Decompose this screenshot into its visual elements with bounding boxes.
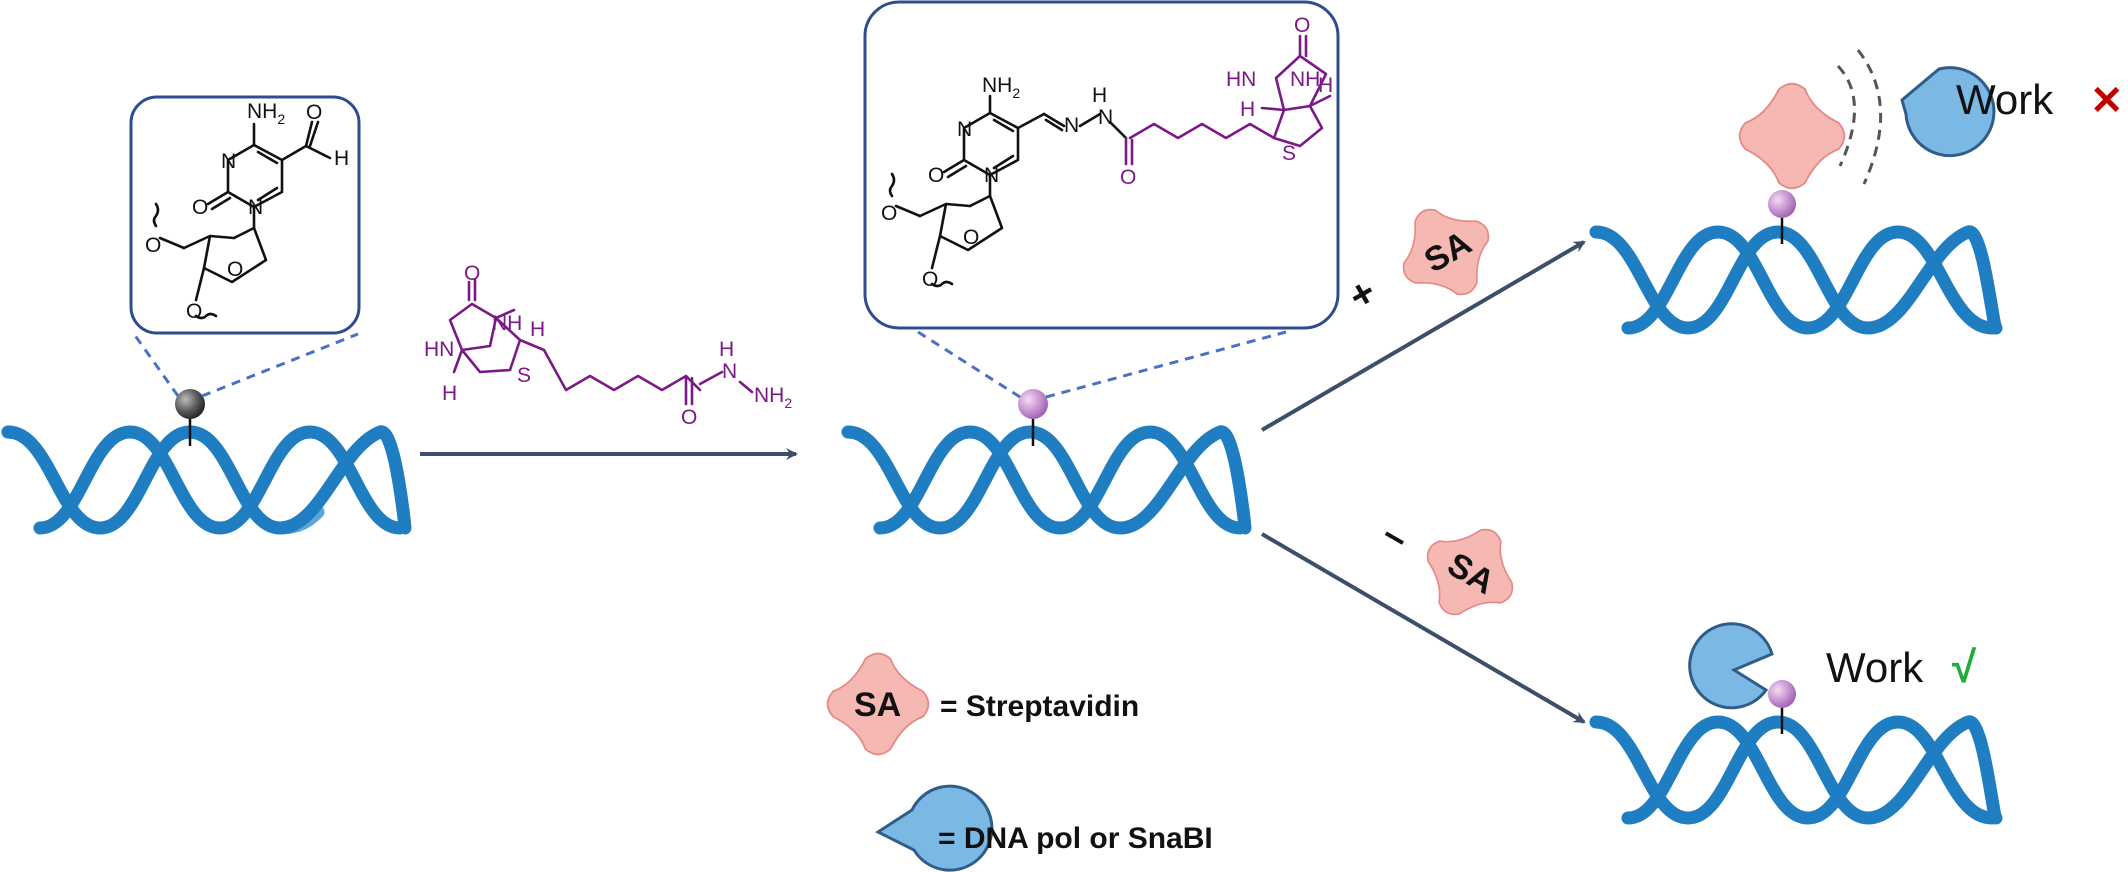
biotin-bead-top-right <box>1768 190 1796 218</box>
reagent-nh: NH <box>492 312 522 335</box>
clash-arc-1 <box>1836 64 1856 167</box>
box2-biotin-o: O <box>1294 14 1310 37</box>
box2-n-imine: N <box>1064 114 1079 137</box>
sa-minus: SA <box>1405 507 1535 637</box>
box2-o-ring: O <box>963 226 979 249</box>
reagent-n-hydrazide: N <box>722 360 737 383</box>
biotin-hydrazide-reagent: O NH HN H H S O H N NH2 <box>424 262 792 429</box>
label-o5: O <box>145 234 161 257</box>
box2-o3: O <box>922 268 938 291</box>
reagent-h-top: H <box>530 318 545 341</box>
modified-base-pink <box>1018 389 1048 419</box>
sa-plus: SA <box>1381 187 1511 317</box>
helix-bottom-right <box>1589 715 2003 825</box>
legend-polymerase-icon <box>874 784 994 872</box>
cross-mark: ✕ <box>2090 79 2124 123</box>
label-o-ring: O <box>227 258 243 281</box>
helix-middle <box>841 425 1252 535</box>
helix-top-right <box>1589 225 2003 335</box>
zoom-line-middle-2 <box>1045 330 1287 399</box>
box2-o-carbonyl: O <box>928 164 944 187</box>
zoom-line-middle-1 <box>917 330 1021 399</box>
arrow-minus-sa <box>1260 532 1586 724</box>
box2-o5: O <box>881 202 897 225</box>
box2-o-amide: O <box>1120 166 1136 189</box>
reagent-o: O <box>464 262 480 285</box>
box2-n1: N <box>984 164 999 187</box>
reagent-h-bottom: H <box>442 382 457 405</box>
biotin-bead-bottom-right <box>1768 680 1796 708</box>
helix-left <box>1 425 412 535</box>
box2-biotin-nh: NH <box>1290 68 1320 91</box>
box2-biotin-s: S <box>1282 142 1296 165</box>
box2-n3: N <box>957 118 972 141</box>
legend-pol-text: = DNA pol or SnaBI <box>938 822 1213 855</box>
zoom-line-left-1 <box>132 333 180 397</box>
structure-box-2: NH2 N N O N H N O O O O O HN NH H H S <box>863 0 1340 330</box>
modified-base-gray <box>175 389 205 419</box>
plus-sign: + <box>1341 270 1383 320</box>
work-blocked-label: Work <box>1956 76 2054 123</box>
reagent-s: S <box>517 364 531 387</box>
polymerase-blocked <box>1900 66 1996 158</box>
box2-n-hydrazone: N <box>1098 106 1113 129</box>
work-ok-label: Work <box>1826 644 1924 691</box>
svg-text:SA: SA <box>854 686 901 724</box>
label-h-formyl: H <box>334 147 349 170</box>
label-n1: N <box>248 196 263 219</box>
label-nh2: NH2 <box>247 100 285 127</box>
arrow-plus-sa <box>1260 240 1586 432</box>
zoom-line-left-2 <box>201 332 359 398</box>
box2-biotin-h-left: H <box>1240 98 1255 121</box>
box2-biotin-h-right: H <box>1318 74 1333 97</box>
structure-box-1: NH2 N N O O H O O O <box>129 95 361 335</box>
reagent-nh2: NH2 <box>754 384 792 411</box>
legend-sa-text: = Streptavidin <box>940 690 1139 723</box>
clash-arc-2 <box>1856 49 1883 185</box>
legend-sa: SA <box>826 652 930 756</box>
polymerase-working <box>1688 622 1774 710</box>
sa-bound <box>1738 82 1846 190</box>
reagent-hn: HN <box>424 338 454 361</box>
box2-h-hydrazone: H <box>1092 84 1107 107</box>
label-o3: O <box>186 300 202 323</box>
box2-biotin-hn: HN <box>1226 68 1256 91</box>
label-o-carbonyl: O <box>192 196 208 219</box>
check-mark: √ <box>1952 643 1977 692</box>
minus-sign: – <box>1375 512 1416 561</box>
label-n3: N <box>221 150 236 173</box>
box2-nh2: NH2 <box>982 74 1020 101</box>
reagent-o-amide: O <box>681 406 697 429</box>
label-o-formyl: O <box>306 101 322 124</box>
reagent-h-hydrazide: H <box>719 338 734 361</box>
